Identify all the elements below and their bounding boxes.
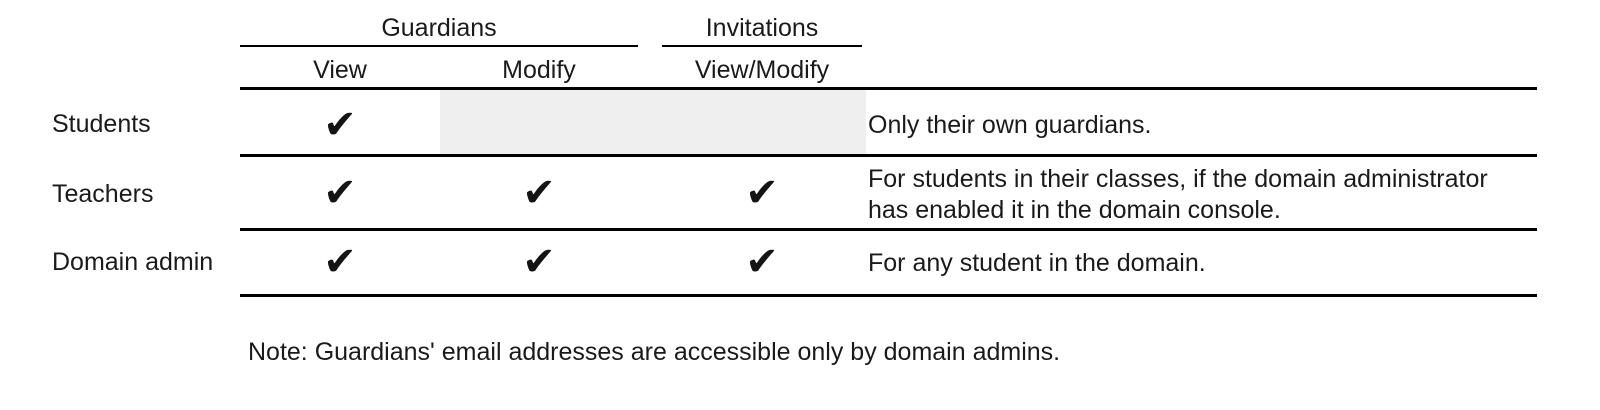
table-footnote: Note: Guardians' email addresses are acc… [248,338,1061,366]
column-header-modify: Modify [502,56,576,84]
cell-domain-admin-guardians-modify: ✔ [522,239,556,285]
row-header-domain-admin: Domain admin [52,248,214,276]
cell-teachers-guardians-modify: ✔ [522,170,556,216]
cell-domain-admin-notes: For any student in the domain. [868,249,1206,277]
rule-after-teachers-row [240,228,1537,231]
column-group-header-invitations: Invitations [705,14,819,42]
cell-not-available-students [440,90,866,154]
cell-domain-admin-guardians-view: ✔ [323,239,357,285]
rule-table-bottom [240,294,1537,297]
column-header-view-modify: View/Modify [694,56,830,84]
cell-teachers-invitations-view-modify: ✔ [745,170,779,216]
cell-students-guardians-view: ✔ [323,102,357,148]
cell-teachers-guardians-view: ✔ [323,170,357,216]
rule-under-guardians-group [240,45,638,47]
rule-table-top [240,87,1537,90]
row-header-students: Students [52,110,151,138]
cell-teachers-notes: For students in their classes, if the do… [868,165,1488,224]
column-group-header-guardians: Guardians [381,14,497,42]
cell-students-notes: Only their own guardians. [868,111,1152,139]
rule-under-invitations-group [662,45,862,47]
row-header-teachers: Teachers [52,180,154,208]
cell-domain-admin-invitations-view-modify: ✔ [745,239,779,285]
column-header-view: View [313,56,367,84]
rule-after-students-row [240,154,1537,157]
